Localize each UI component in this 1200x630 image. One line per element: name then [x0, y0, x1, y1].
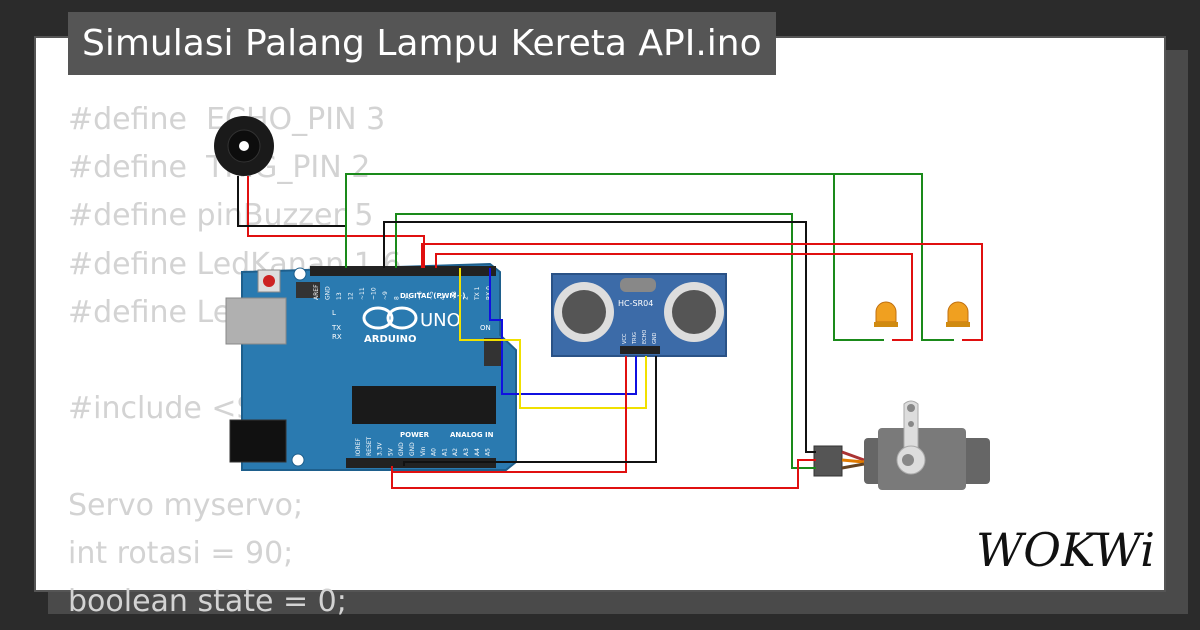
wire-sensor-gnd: [403, 356, 657, 466]
code-line: boolean state = 0;: [68, 583, 347, 619]
power-pin-label: A1: [441, 448, 448, 456]
analog-label: ANALOG IN: [450, 431, 494, 439]
wire-servo-signal: [395, 213, 816, 469]
sensor-pin-label: TRIG: [632, 332, 638, 345]
icsp-header: [296, 282, 320, 298]
power-pin-label: A3: [463, 448, 470, 456]
power-pin-label: A0: [431, 448, 438, 456]
digital-pin-label: ~11: [359, 287, 366, 300]
power-pin-label: RESET: [366, 436, 373, 456]
digital-pin-label: 4: [440, 296, 447, 300]
digital-pin-label: ~5: [428, 291, 435, 300]
digital-label: DIGITAL (PWM~): [400, 292, 465, 300]
digital-pin-label: GND: [325, 286, 332, 300]
wire-led-red-1: [421, 243, 983, 341]
led-kiri[interactable]: [946, 301, 970, 327]
digital-pin-label: 12: [348, 292, 355, 300]
code-line: int rotasi = 90;: [68, 535, 294, 571]
digital-pin-label: 8: [394, 296, 401, 300]
sensor-pin-label: GND: [652, 332, 658, 344]
digital-pin-label: ~9: [382, 291, 389, 300]
code-line: #define pinBuzzer 5: [68, 198, 374, 234]
sensor-pin-labels: VCC TRIG ECHO GND: [622, 330, 658, 345]
atmega-chip: [352, 386, 496, 424]
sensor-pin-label: ECHO: [642, 330, 648, 344]
power-pin-label: GND: [409, 442, 416, 456]
power-jack: [229, 419, 287, 463]
sensor-label: HC-SR04: [618, 299, 653, 308]
wire-buzzer-ground: [237, 176, 347, 268]
power-pin-label: A5: [485, 448, 492, 456]
digital-pin-label: ~3: [451, 291, 458, 300]
buzzer[interactable]: [214, 116, 274, 176]
page-title: Simulasi Palang Lampu Kereta API.ino: [68, 12, 776, 75]
power-pin-label: GND: [398, 442, 405, 456]
wire-led-red-2: [435, 253, 913, 341]
board-model: UNO: [420, 310, 461, 331]
tx-label: TX: [331, 324, 341, 332]
wires: [237, 173, 983, 489]
power-pin-label: Vin: [420, 446, 427, 456]
wire-sensor-trig: [459, 268, 647, 409]
power-label: POWER: [400, 431, 430, 439]
digital-header: [310, 266, 496, 276]
digital-pin-label: ~6: [417, 291, 424, 300]
wire-servo-ground: [383, 221, 816, 453]
digital-pin-label: ~10: [371, 287, 378, 300]
digital-pin-label: 7: [405, 296, 412, 300]
digital-pin-label: AREF: [313, 284, 320, 300]
l-label: L: [332, 309, 336, 317]
digital-pin-label: 13: [336, 292, 343, 300]
power-pin-label: IOREF: [355, 438, 362, 456]
wire-servo-vcc: [391, 459, 816, 489]
power-pin-label: A2: [452, 448, 459, 456]
digital-pin-label: 2: [463, 296, 470, 300]
led-kanan[interactable]: [874, 301, 898, 327]
servo-motor[interactable]: [813, 400, 990, 490]
power-pin-label: A4: [474, 448, 481, 456]
wire-buzzer-signal: [247, 176, 425, 268]
digital-pin-label: TX 1: [474, 286, 481, 301]
usb-port: [225, 297, 287, 345]
power-pin-label: 5V: [387, 447, 394, 456]
wokwi-logo: WOKWi: [976, 523, 1155, 577]
rx-label: RX: [332, 333, 342, 341]
power-pin-label: 3.3V: [377, 441, 384, 456]
code-line: Servo myservo;: [68, 487, 304, 523]
on-label: ON: [480, 324, 491, 332]
hc-sr04-sensor[interactable]: HC-SR04 VCC TRIG ECHO GND: [551, 273, 727, 357]
wire-led-green-2: [834, 173, 954, 341]
wire-sensor-echo: [489, 268, 637, 395]
arduino-uno-board[interactable]: UNO ARDUINO DIGITAL (PWM~) POWER ANALOG …: [225, 262, 517, 471]
sensor-pin-label: VCC: [622, 333, 628, 344]
board-brand: ARDUINO: [364, 334, 416, 345]
